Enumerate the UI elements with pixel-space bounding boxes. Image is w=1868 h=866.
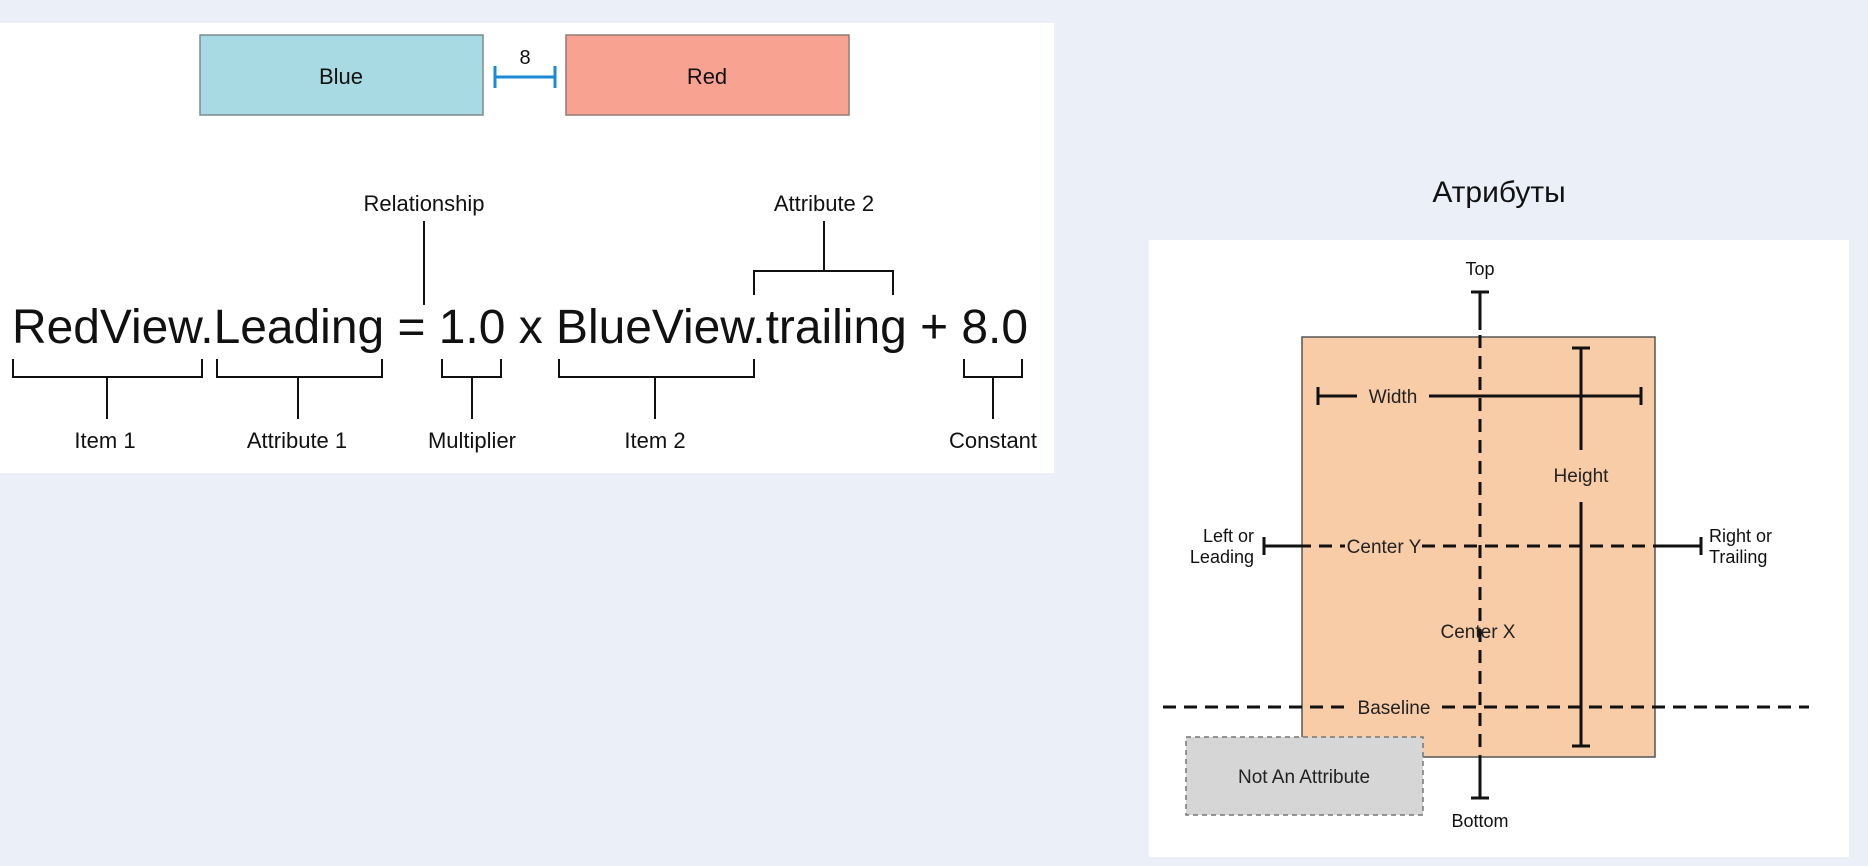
label-width: Width	[1369, 387, 1418, 408]
gap-marker	[493, 66, 557, 88]
blue-box	[199, 34, 484, 116]
label-bottom: Bottom	[1451, 811, 1508, 831]
label-baseline: Baseline	[1358, 698, 1431, 719]
attributes-diagram: Top Width Height Center Y Left or L	[1163, 259, 1809, 831]
bottom-marker	[1471, 760, 1489, 800]
label-top: Top	[1465, 259, 1494, 279]
label-relationship: Relationship	[363, 191, 484, 216]
equation: RedView.Leading = 1.0 x BlueView.trailin…	[12, 301, 1028, 354]
gap-value: 8	[519, 47, 530, 69]
eq-attribute2: trailing	[766, 301, 907, 354]
eq-times: x	[519, 301, 543, 354]
blue-box-label: Blue	[319, 64, 363, 89]
eq-item1: RedView.	[12, 301, 214, 354]
label-leading: Leading	[1190, 547, 1254, 567]
label-center-y: Center Y	[1347, 537, 1422, 558]
eq-equals: =	[397, 301, 425, 354]
red-box-label: Red	[687, 64, 727, 89]
label-item-2: Item 2	[624, 428, 685, 453]
eq-attribute1: Leading	[214, 301, 385, 354]
top-brackets	[423, 221, 894, 305]
red-box	[565, 34, 850, 116]
equation-diagram: Blue Red 8 Relationship Attribute 2 RedV…	[12, 34, 1037, 453]
not-an-attribute-box	[1185, 736, 1424, 816]
label-multiplier: Multiplier	[428, 428, 516, 453]
label-attribute-1: Attribute 1	[247, 428, 347, 453]
equation-panel: Blue Red 8 Relationship Attribute 2 RedV…	[0, 23, 1054, 473]
label-right-or: Right or	[1709, 526, 1772, 546]
attributes-panel: Top Width Height Center Y Left or L	[1149, 240, 1849, 857]
label-not-an-attribute: Not An Attribute	[1238, 767, 1370, 788]
label-attribute-2: Attribute 2	[774, 191, 874, 216]
right-marker	[1659, 537, 1703, 555]
label-item-1: Item 1	[74, 428, 135, 453]
eq-plus: +	[920, 301, 948, 354]
width-bar	[1316, 387, 1643, 405]
bottom-brackets	[12, 359, 1023, 419]
eq-item2: BlueView.	[556, 301, 766, 354]
label-left-or: Left or	[1203, 526, 1254, 546]
label-trailing: Trailing	[1709, 547, 1767, 567]
label-height: Height	[1554, 466, 1610, 487]
attributes-heading: Атрибуты	[1432, 176, 1566, 209]
label-constant: Constant	[949, 428, 1037, 453]
eq-constant: 8.0	[961, 301, 1028, 354]
left-marker	[1262, 537, 1298, 555]
height-bar	[1572, 346, 1590, 748]
eq-multiplier: 1.0	[439, 301, 506, 354]
top-marker	[1471, 290, 1489, 330]
label-center-x: Center X	[1441, 622, 1516, 643]
